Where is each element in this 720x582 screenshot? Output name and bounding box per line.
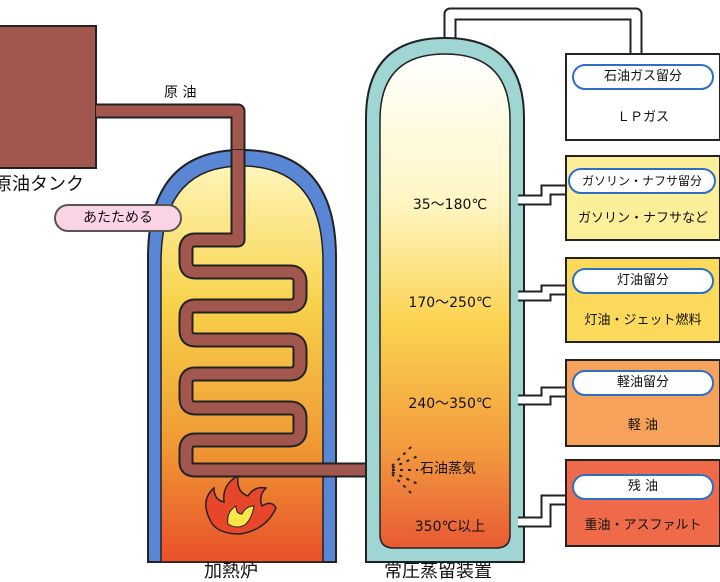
fraction-name-gasoline: ガソリン・ナフサ留分 [568,168,716,194]
product-gasoil: 軽 油 [627,418,659,433]
temp-range-4: 350℃以上 [414,519,486,535]
fraction-name-residue: 残 油 [572,474,714,500]
product-kerosene: 灯油・ジェット燃料 [584,313,702,328]
product-residue: 重油・アスファルト [584,518,702,533]
heat-label: あたためる [54,204,182,232]
temp-range-3: 240〜350℃ [408,396,492,412]
crude-oil-label: 原 油 [164,85,197,101]
temp-range-1: 35〜180℃ [412,197,488,213]
vapor-label: 石油蒸気 [420,461,476,477]
vapor-spray [391,443,419,497]
furnace-label: 加熱炉 [204,561,258,582]
product-gasoline: ガソリン・ナフサなど [577,211,708,226]
side-draw-pipes [518,184,568,528]
crude-oil-tank [0,25,97,169]
flame-icon [205,474,277,535]
column-label: 常圧蒸留装置 [384,561,492,582]
tank-label: 原油タンク [0,174,84,195]
product-lpg: ＬＰガス [616,110,669,125]
fraction-name-lpg: 石油ガス留分 [572,64,714,90]
fraction-name-kerosene: 灯油留分 [572,268,714,294]
column-interior [379,53,511,549]
temp-range-2: 170〜250℃ [408,295,492,311]
fraction-name-gasoil: 軽油留分 [572,370,714,396]
furnace-coil [180,150,390,476]
fraction-box-residue [565,459,720,547]
